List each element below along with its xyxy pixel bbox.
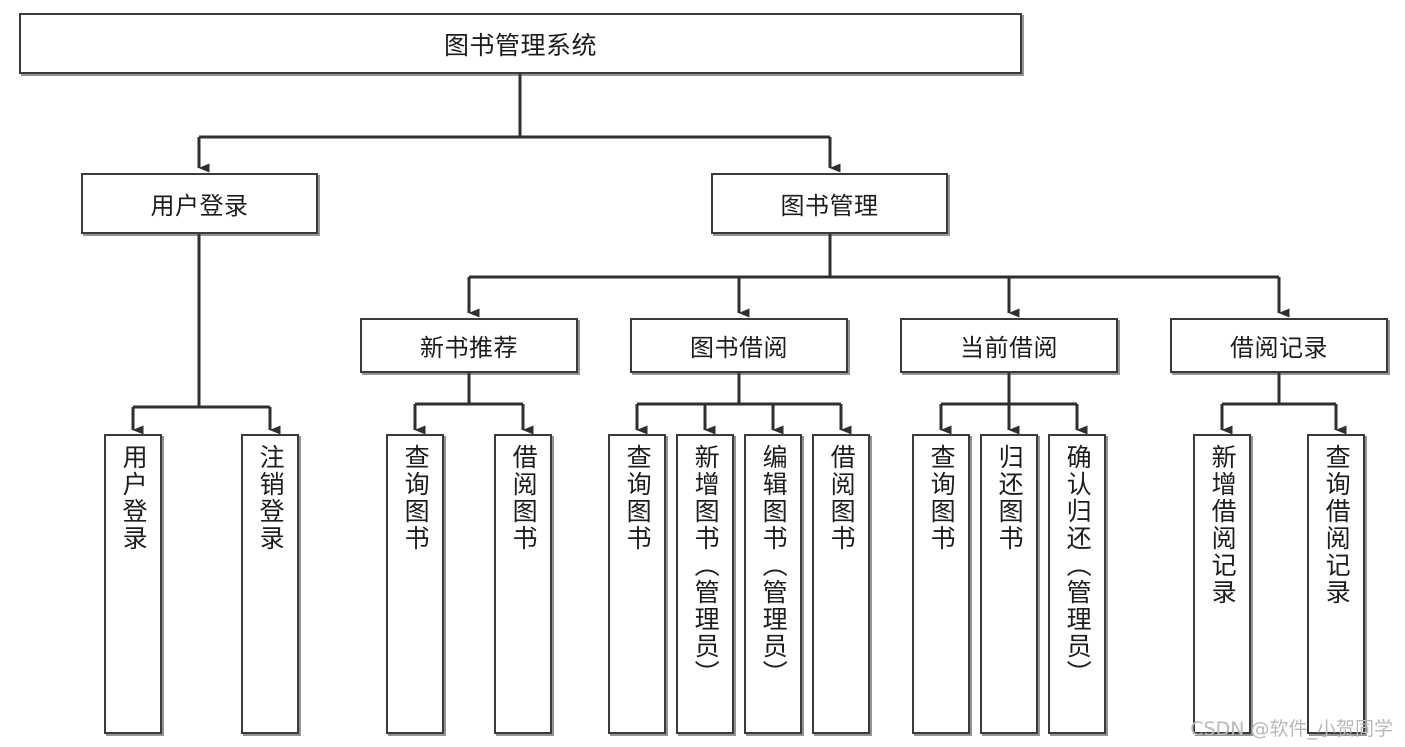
leaf-record-query-record[interactable]: 查询借阅记录: [1307, 434, 1365, 734]
node-label: 归还图书: [995, 444, 1025, 552]
node-label: 新增借阅记录: [1208, 444, 1238, 606]
leaf-current-confirm-return-admin[interactable]: 确认归还（管理员）: [1048, 434, 1106, 734]
node-label: 新增图书（管理员）: [691, 444, 721, 687]
leaf-borrow-add-book-admin[interactable]: 新增图书（管理员）: [676, 434, 734, 734]
node-new-book-recommend[interactable]: 新书推荐: [360, 318, 578, 373]
csdn-watermark: CSDN @软件_小贺同学: [1190, 718, 1393, 740]
leaf-borrow-borrow-book[interactable]: 借阅图书: [812, 434, 870, 734]
leaf-user-login-login[interactable]: 用户登录: [104, 434, 162, 734]
leaf-current-return-book[interactable]: 归还图书: [980, 434, 1038, 734]
node-label: 注销登录: [256, 444, 286, 552]
node-label: 新书推荐: [420, 334, 518, 362]
node-user-login[interactable]: 用户登录: [81, 173, 318, 234]
node-borrow-record[interactable]: 借阅记录: [1170, 318, 1388, 373]
leaf-recommend-query-book[interactable]: 查询图书: [386, 434, 444, 734]
leaf-current-query-book[interactable]: 查询图书: [912, 434, 970, 734]
node-label: 图书管理: [780, 192, 879, 220]
node-current-borrow[interactable]: 当前借阅: [900, 318, 1118, 373]
leaf-record-add-record[interactable]: 新增借阅记录: [1193, 434, 1251, 734]
leaf-recommend-borrow-book[interactable]: 借阅图书: [494, 434, 552, 734]
node-book-borrow[interactable]: 图书借阅: [630, 318, 848, 373]
node-label: 查询图书: [927, 444, 957, 552]
node-label: 用户登录: [150, 192, 249, 220]
node-label: 确认归还（管理员）: [1063, 444, 1093, 687]
node-label: 借阅记录: [1230, 334, 1328, 362]
node-label: 图书借阅: [690, 334, 788, 362]
node-label: 用户登录: [119, 444, 149, 552]
node-book-management[interactable]: 图书管理: [711, 173, 948, 234]
node-root-book-management-system[interactable]: 图书管理系统: [19, 13, 1022, 74]
node-label: 图书管理系统: [443, 30, 597, 60]
node-label: 编辑图书（管理员）: [759, 444, 789, 687]
leaf-borrow-edit-book-admin[interactable]: 编辑图书（管理员）: [744, 434, 802, 734]
node-label: 查询借阅记录: [1322, 444, 1352, 606]
leaf-borrow-query-book[interactable]: 查询图书: [608, 434, 666, 734]
node-label: 查询图书: [401, 444, 431, 552]
node-label: 当前借阅: [960, 334, 1058, 362]
node-label: 查询图书: [623, 444, 653, 552]
leaf-user-login-logout[interactable]: 注销登录: [241, 434, 299, 734]
node-label: 借阅图书: [827, 444, 857, 552]
node-label: 借阅图书: [509, 444, 539, 552]
